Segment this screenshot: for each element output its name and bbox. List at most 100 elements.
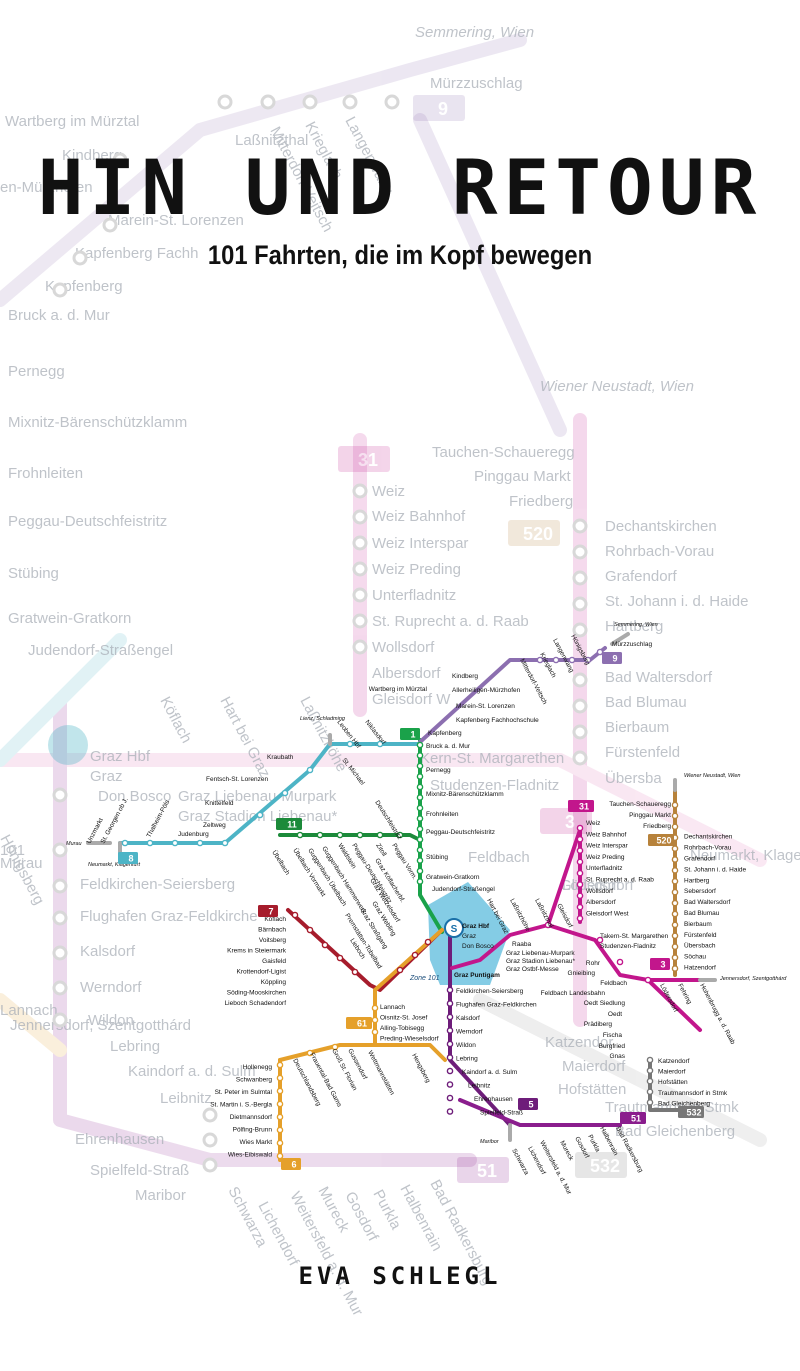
badge-s3-box <box>650 958 670 970</box>
station-dot <box>276 1152 284 1160</box>
station-dot <box>411 951 419 959</box>
station-label: Trautmannsdorf in Stmk <box>658 1090 728 1097</box>
station-label: Dietmannsdorf <box>230 1114 272 1121</box>
station-dot <box>446 1027 454 1034</box>
bg-station-dot <box>52 910 68 926</box>
station-dot <box>576 869 584 877</box>
station-dot <box>416 857 424 864</box>
bg-station-label: Flughafen Graz-Feldkirche <box>80 908 258 925</box>
station-label: Weiz Interspar <box>586 843 629 850</box>
s11-line <box>278 833 422 842</box>
station-label: Bad Blumau <box>684 910 720 917</box>
bg-station-dot <box>260 94 276 110</box>
bg-station-label: Bad Blumau <box>605 694 687 711</box>
station-label: Schwarza <box>510 1148 530 1177</box>
bg-station-label: Rohrbach-Vorau <box>605 543 714 560</box>
bg-station-label: Gratwein-Gratkorn <box>8 610 131 627</box>
station-dot <box>221 839 229 847</box>
station-dot <box>171 839 179 847</box>
bg-station-label: Katzendor <box>545 1034 613 1051</box>
bg-station-dot <box>202 1132 218 1148</box>
station-label: Langenwang <box>551 638 575 674</box>
bg-station-label: Neumarkt, Klagenfurt <box>690 847 800 864</box>
station-label: Graz Stadion Liebenau* <box>506 958 575 965</box>
s1-line <box>418 738 444 934</box>
station-label: Graz Puntigam <box>454 972 500 979</box>
station-dot <box>584 656 592 664</box>
station-label: Graz Liebenau-Murpark <box>506 950 575 957</box>
bg-station-label: Hartberg <box>605 618 663 635</box>
badge-s9-label: 9 <box>612 654 617 664</box>
station-dot <box>336 831 344 839</box>
s3-line-a <box>450 828 582 970</box>
bg-station-label: Gleisdorf <box>560 877 621 894</box>
station-label: Feldkirchen-Seiersberg <box>456 988 524 995</box>
station-label: Zeltweg <box>203 822 226 829</box>
bg-line-1 <box>413 113 567 437</box>
bg-hub-ring <box>48 725 88 765</box>
station-label: Marein-St. Lorenzen <box>456 703 515 710</box>
bg-station-label: Murau <box>0 855 43 872</box>
badge-s8-box <box>118 852 138 864</box>
station-dot <box>646 1077 654 1085</box>
station-dot <box>644 976 652 984</box>
station-dot <box>671 856 679 863</box>
station-label: Oedt <box>608 1011 622 1018</box>
bg-badge-label: 3 <box>565 812 575 832</box>
bg-station-label: Bierbaum <box>605 719 669 736</box>
station-dot <box>306 1049 314 1057</box>
station-label: Wies-Eibiswald <box>228 1152 272 1159</box>
bg-station-label: Wollsdorf <box>372 639 435 656</box>
station-label: Übelbach <box>270 849 292 877</box>
station-dot <box>351 968 359 976</box>
bg-station-label: Albersdorf <box>372 665 441 682</box>
station-label: Köflach <box>264 916 286 923</box>
bg-station-label: Spielfeld-Straß <box>90 1162 189 1179</box>
bg-station-dot <box>217 94 233 110</box>
station-dot <box>671 910 679 918</box>
station-dot <box>396 831 404 839</box>
bg-station-label: Graz Hbf <box>90 748 151 765</box>
station-label: Weiz <box>586 820 600 827</box>
station-dot <box>276 1126 284 1134</box>
bg-station-dot <box>572 698 588 714</box>
badge-r520-label: 520 <box>656 836 671 846</box>
station-label: Don Bosco <box>462 943 494 950</box>
bg-station-dot <box>52 1012 68 1028</box>
bg-station-label: Wartberg im Mürztal <box>5 113 139 130</box>
station-dot <box>416 846 424 854</box>
station-dot <box>256 811 264 819</box>
bg-station-label: Werndorf <box>80 979 142 996</box>
bg-station-label: Kern-St. Margarethen <box>420 750 564 767</box>
station-label: Gleisdorf <box>555 903 573 929</box>
station-dot <box>276 1074 284 1082</box>
station-dot <box>671 965 679 972</box>
badge-r532-label: 532 <box>686 1108 701 1118</box>
graz-hbf-hub-s: S <box>451 924 458 935</box>
station-dot <box>576 892 584 900</box>
station-dot <box>376 831 384 839</box>
bg-stations <box>52 94 588 1173</box>
station-label: Judenburg <box>178 831 209 838</box>
station-label: Weiz Preding <box>586 854 625 861</box>
station-label: Lienz, Schladming <box>300 716 346 722</box>
bg-station-dot <box>302 94 318 110</box>
bg-station-label: Mixnitz-Bärenschützklamm <box>8 414 187 431</box>
bg-station-label: Marein-St. Lorenzen <box>108 212 244 229</box>
station-label: Grafendorf <box>684 856 715 863</box>
station-label: Takern-St. Margarethen <box>600 933 669 940</box>
station-label: Fentsch-St. Lorenzen <box>206 776 269 783</box>
station-dots <box>121 648 679 1160</box>
badge-r520-box <box>648 834 674 846</box>
station-dot <box>576 847 584 854</box>
bg-station-dot <box>52 842 68 858</box>
station-label: Hartberg <box>684 877 710 884</box>
station-label: Frohnleiten <box>426 811 459 818</box>
station-label: Flughafen Graz-Feldkirchen <box>456 1002 537 1009</box>
bg-station-label: Stübing <box>8 565 59 582</box>
station-label: Purkla <box>586 1134 601 1154</box>
bg-station-label: Peggau-Deutschfeistritz <box>8 513 167 530</box>
bg-badge-box <box>575 1152 627 1178</box>
station-dot <box>306 766 314 774</box>
